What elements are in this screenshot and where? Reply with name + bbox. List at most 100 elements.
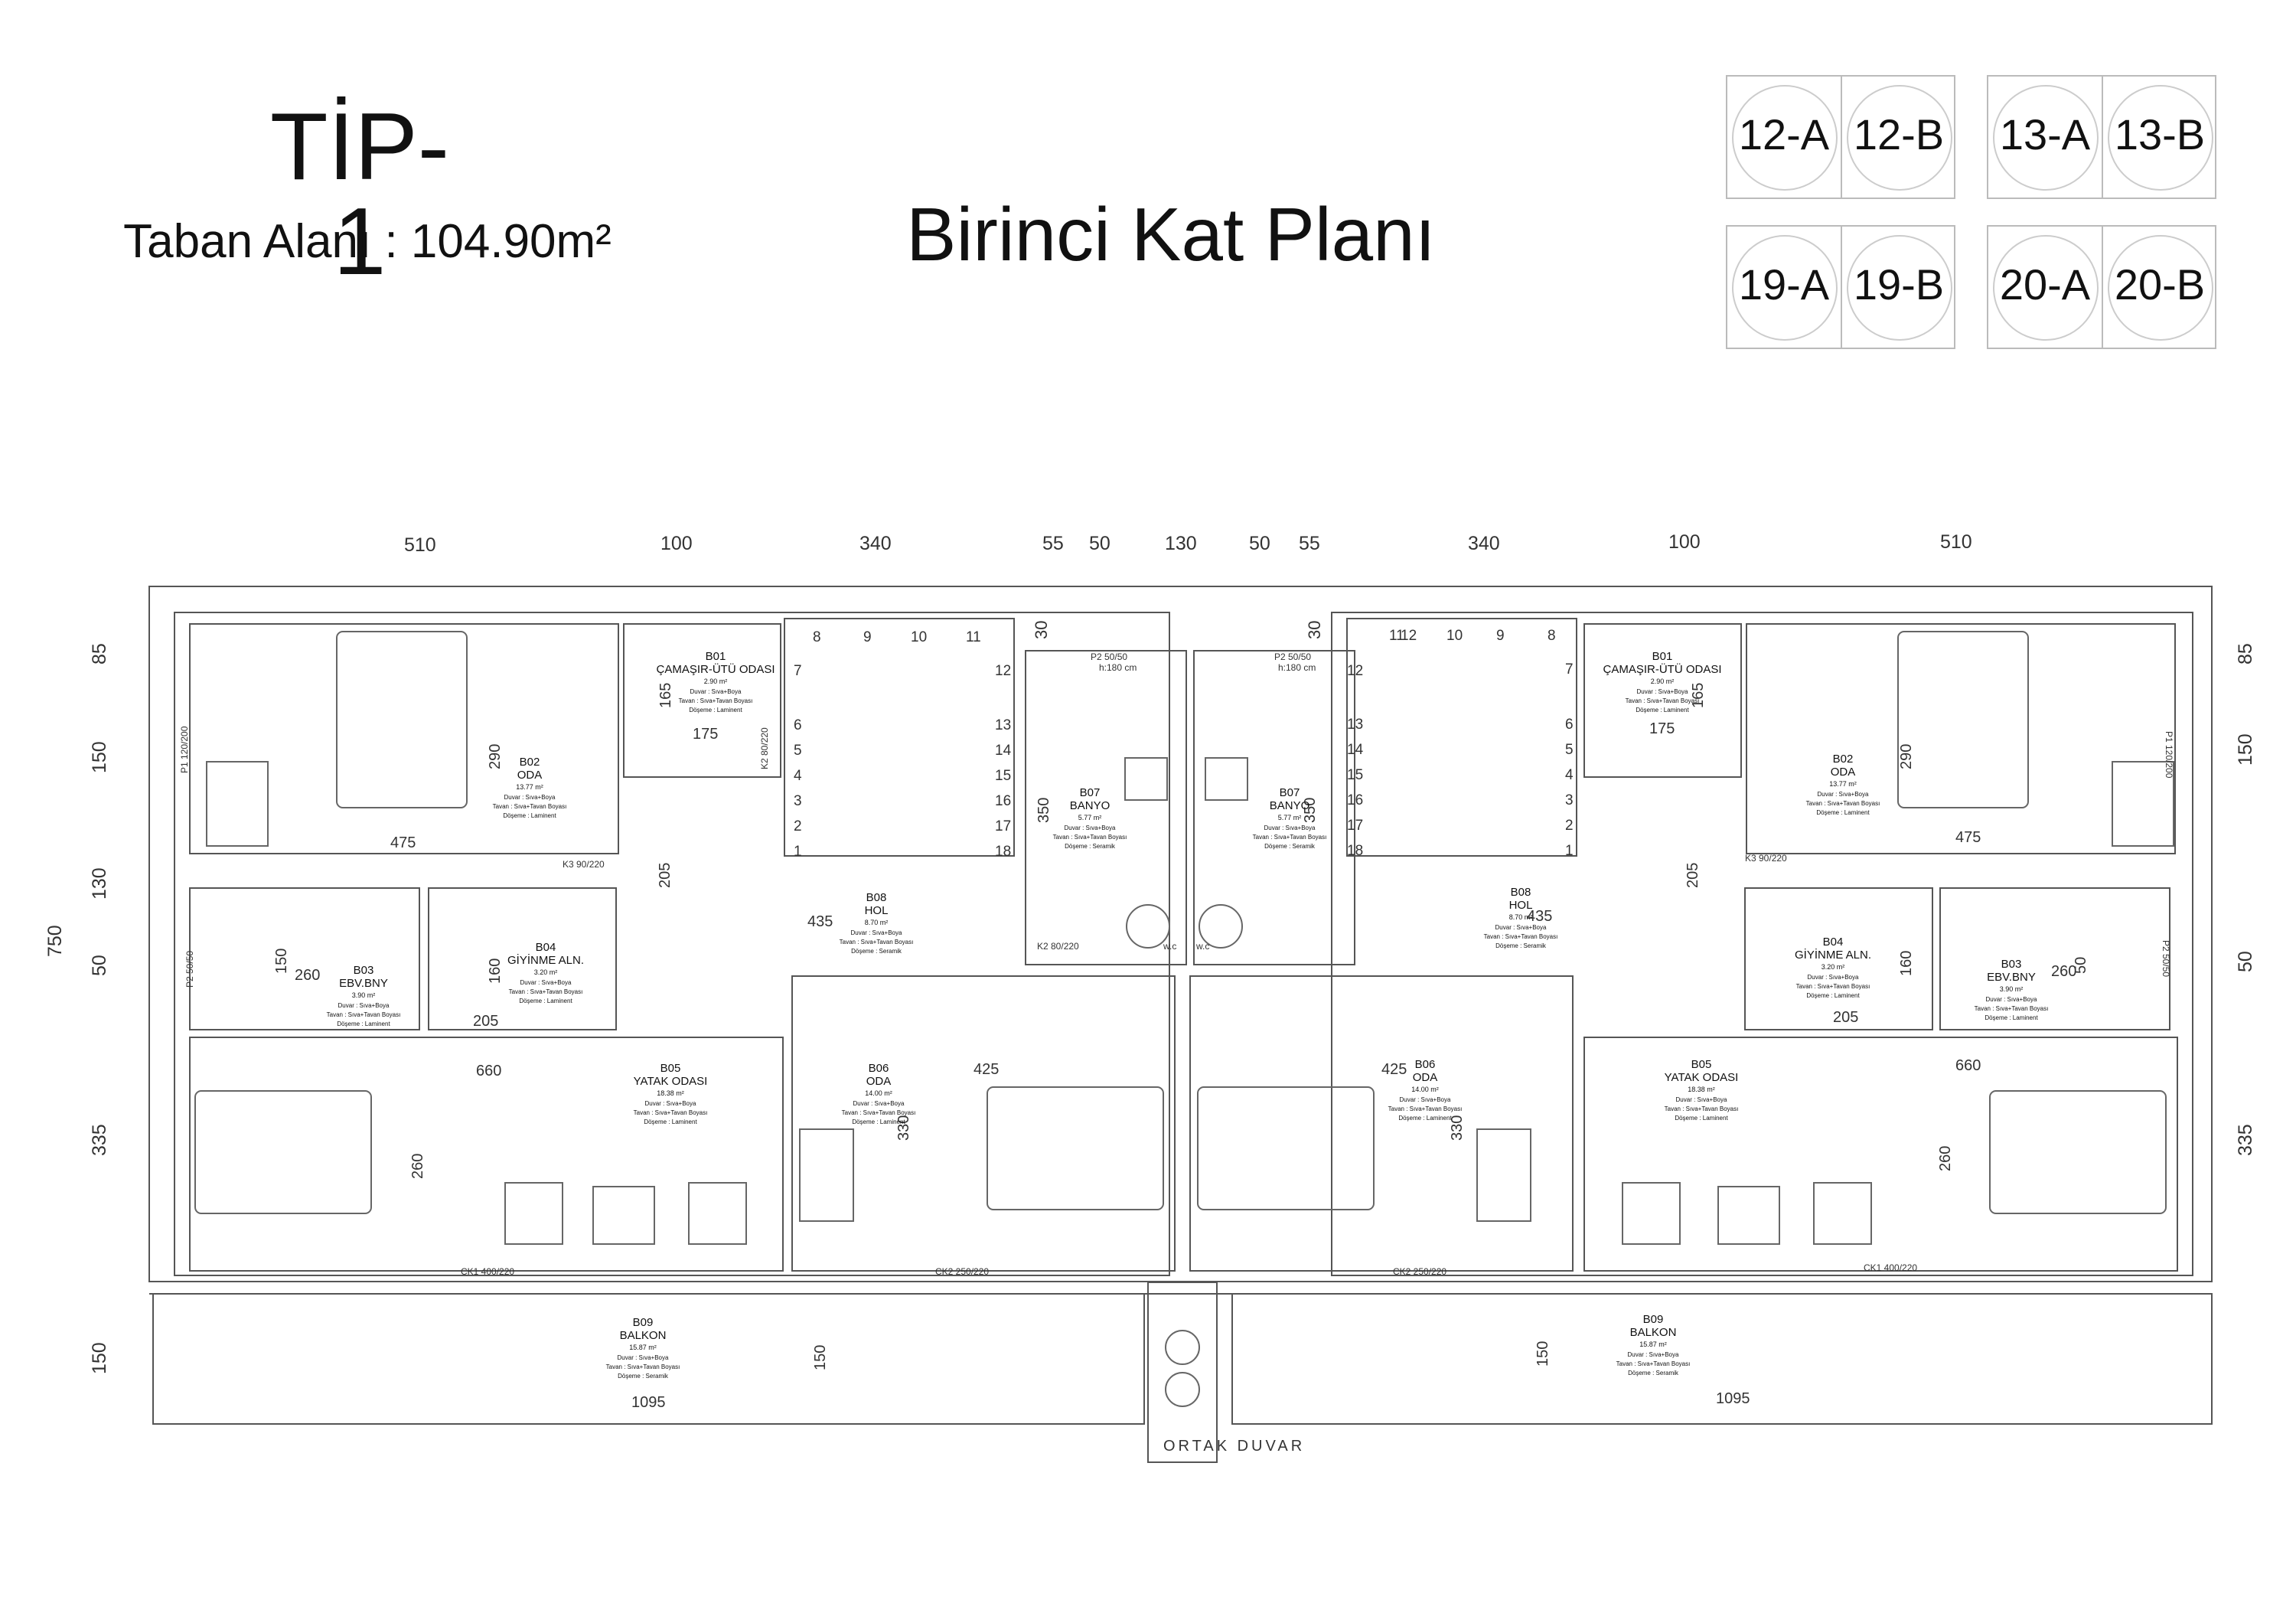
dim-right: 50 bbox=[2235, 951, 2256, 972]
door-label: K3 90/220 bbox=[563, 859, 605, 870]
room-name: GİYİNME ALN. bbox=[507, 953, 584, 967]
dim-interior: 425 bbox=[1381, 1061, 1407, 1078]
room-code: B03 bbox=[354, 964, 374, 977]
stair-step-number: 10 bbox=[911, 629, 927, 645]
room-area: 14.00 m² bbox=[1411, 1086, 1439, 1093]
window-label: CK2 250/220 bbox=[935, 1266, 989, 1277]
room-floor: Döşeme : Laminent bbox=[519, 998, 572, 1004]
circle-icon bbox=[1847, 235, 1952, 341]
armchair-icon bbox=[504, 1182, 563, 1245]
room-b03-right bbox=[1939, 887, 2170, 1030]
dim-interior: 350 bbox=[1035, 798, 1052, 823]
toilet-icon bbox=[1199, 904, 1243, 949]
room-ceiling: Tavan : Sıva+Tavan Boyası bbox=[840, 939, 914, 945]
circle-icon bbox=[1993, 235, 2099, 341]
sink-icon bbox=[1205, 757, 1248, 801]
room-ceiling: Tavan : Sıva+Tavan Boyası bbox=[1253, 834, 1327, 841]
unit-cell: 13-B bbox=[2102, 77, 2216, 198]
window-label: P2 50/50 bbox=[2161, 940, 2171, 977]
bed-icon bbox=[336, 631, 468, 808]
dim-interior: 330 bbox=[1449, 1115, 1466, 1141]
room-label-b03-left: B03 EBV.BNY 3.90 m² Duvar : Sıva+Boya Ta… bbox=[327, 964, 401, 1027]
window-label: P2 50/50 bbox=[184, 951, 195, 988]
unit-cell: 20-A bbox=[1988, 227, 2102, 348]
dim-interior: 475 bbox=[390, 834, 416, 851]
dim-interior: 1095 bbox=[631, 1394, 666, 1411]
dim-top: 55 bbox=[1299, 533, 1320, 554]
bed-icon bbox=[1897, 631, 2029, 808]
room-wall: Duvar : Sıva+Boya bbox=[504, 794, 556, 801]
room-b05-left bbox=[189, 1037, 784, 1272]
dim-interior: 165 bbox=[657, 683, 674, 708]
bed-icon bbox=[1197, 1086, 1375, 1210]
stair-step-number: 16 bbox=[1347, 792, 1363, 808]
room-wall: Duvar : Sıva+Boya bbox=[1637, 688, 1688, 695]
bed-icon bbox=[1989, 1090, 2167, 1214]
wc-label: w.c bbox=[1195, 941, 1209, 952]
dim-right: 85 bbox=[2235, 643, 2256, 665]
room-name: BANYO bbox=[1070, 799, 1110, 812]
window-label: h:180 cm bbox=[1278, 662, 1316, 673]
dim-interior: 330 bbox=[895, 1115, 912, 1141]
circle-icon bbox=[2108, 85, 2213, 191]
dim-left: 85 bbox=[89, 643, 110, 665]
room-floor: Döşeme : Laminent bbox=[644, 1118, 697, 1125]
room-name: ODA bbox=[1831, 766, 1856, 779]
dim-interior: 150 bbox=[273, 949, 290, 974]
stair-left bbox=[784, 618, 1015, 857]
unit-cell: 13-A bbox=[1988, 77, 2102, 198]
dim-interior: 350 bbox=[1302, 798, 1319, 823]
room-name: HOL bbox=[1509, 899, 1533, 912]
room-label-b08-left: B08 HOL 8.70 m² Duvar : Sıva+Boya Tavan … bbox=[840, 891, 914, 955]
room-wall: Duvar : Sıva+Boya bbox=[853, 1100, 905, 1107]
dim-interior: 435 bbox=[807, 913, 833, 930]
table-icon bbox=[1717, 1186, 1780, 1245]
dim-top: 510 bbox=[404, 534, 436, 556]
bed-icon bbox=[987, 1086, 1164, 1210]
unit-code: 12-B bbox=[1853, 110, 1945, 158]
room-ceiling: Tavan : Sıva+Tavan Boyası bbox=[1806, 800, 1880, 807]
room-ceiling: Tavan : Sıva+Tavan Boyası bbox=[1626, 697, 1700, 704]
stair-step-number: 3 bbox=[1565, 792, 1574, 808]
stair-step-number: 8 bbox=[813, 629, 821, 645]
door-label: K2 80/220 bbox=[1037, 941, 1079, 952]
dim-interior: 205 bbox=[657, 863, 673, 888]
room-area: 15.87 m² bbox=[629, 1344, 657, 1351]
stair-step-number: 13 bbox=[995, 717, 1011, 733]
dim-left: 130 bbox=[89, 867, 110, 900]
room-ceiling: Tavan : Sıva+Tavan Boyası bbox=[634, 1109, 708, 1116]
dim-interior: 475 bbox=[1955, 829, 1981, 846]
window-label: P1 120/200 bbox=[2164, 731, 2174, 779]
room-code: B04 bbox=[1823, 936, 1844, 949]
room-label-b08-right: B08 HOL 8.70 m² Duvar : Sıva+Boya Tavan … bbox=[1484, 886, 1558, 949]
dim-top: 340 bbox=[859, 533, 892, 554]
room-wall: Duvar : Sıva+Boya bbox=[338, 1002, 390, 1009]
room-wall: Duvar : Sıva+Boya bbox=[851, 929, 902, 936]
room-label-b01-left: B01 ÇAMAŞIR-ÜTÜ ODASI 2.90 m² Duvar : Sı… bbox=[656, 650, 775, 714]
unit-cell: 12-B bbox=[1841, 77, 1955, 198]
room-labels: B01 ÇAMAŞIR-ÜTÜ ODASI 2.90 m² Duvar : Sı… bbox=[327, 650, 2049, 1380]
unit-cell: 19-A bbox=[1727, 227, 1841, 348]
room-name: YATAK ODASI bbox=[634, 1075, 708, 1088]
opening-labels: K3 90/220 K3 90/220 K2 80/220 K2 80/220 … bbox=[179, 651, 2174, 1277]
room-code: B09 bbox=[633, 1316, 654, 1329]
room-floor: Döşeme : Laminent bbox=[1816, 809, 1870, 816]
room-ceiling: Tavan : Sıva+Tavan Boyası bbox=[842, 1109, 916, 1116]
dim-interior: 260 bbox=[2051, 963, 2076, 980]
dim-interior: 660 bbox=[476, 1063, 501, 1079]
room-wall: Duvar : Sıva+Boya bbox=[618, 1354, 669, 1361]
room-label-b04-left: B04 GİYİNME ALN. 3.20 m² Duvar : Sıva+Bo… bbox=[507, 941, 584, 1004]
room-area: 2.90 m² bbox=[1651, 678, 1675, 685]
stair-step-number: 18 bbox=[995, 844, 1011, 860]
unit-code: 19-B bbox=[1853, 260, 1945, 309]
common-wall-label: ORTAK DUVAR bbox=[1163, 1438, 1305, 1455]
room-wall: Duvar : Sıva+Boya bbox=[1818, 791, 1869, 798]
desk-icon bbox=[799, 1128, 854, 1222]
room-label-b06-left: B06 ODA 14.00 m² Duvar : Sıva+Boya Tavan… bbox=[842, 1062, 916, 1125]
left-unit-outline bbox=[174, 612, 1170, 1276]
room-wall: Duvar : Sıva+Boya bbox=[1400, 1096, 1451, 1103]
dim-right: 150 bbox=[2235, 733, 2256, 766]
room-label-b05-left: B05 YATAK ODASI 18.38 m² Duvar : Sıva+Bo… bbox=[634, 1062, 708, 1125]
room-code: B09 bbox=[1643, 1313, 1664, 1326]
room-ceiling: Tavan : Sıva+Tavan Boyası bbox=[493, 803, 567, 810]
